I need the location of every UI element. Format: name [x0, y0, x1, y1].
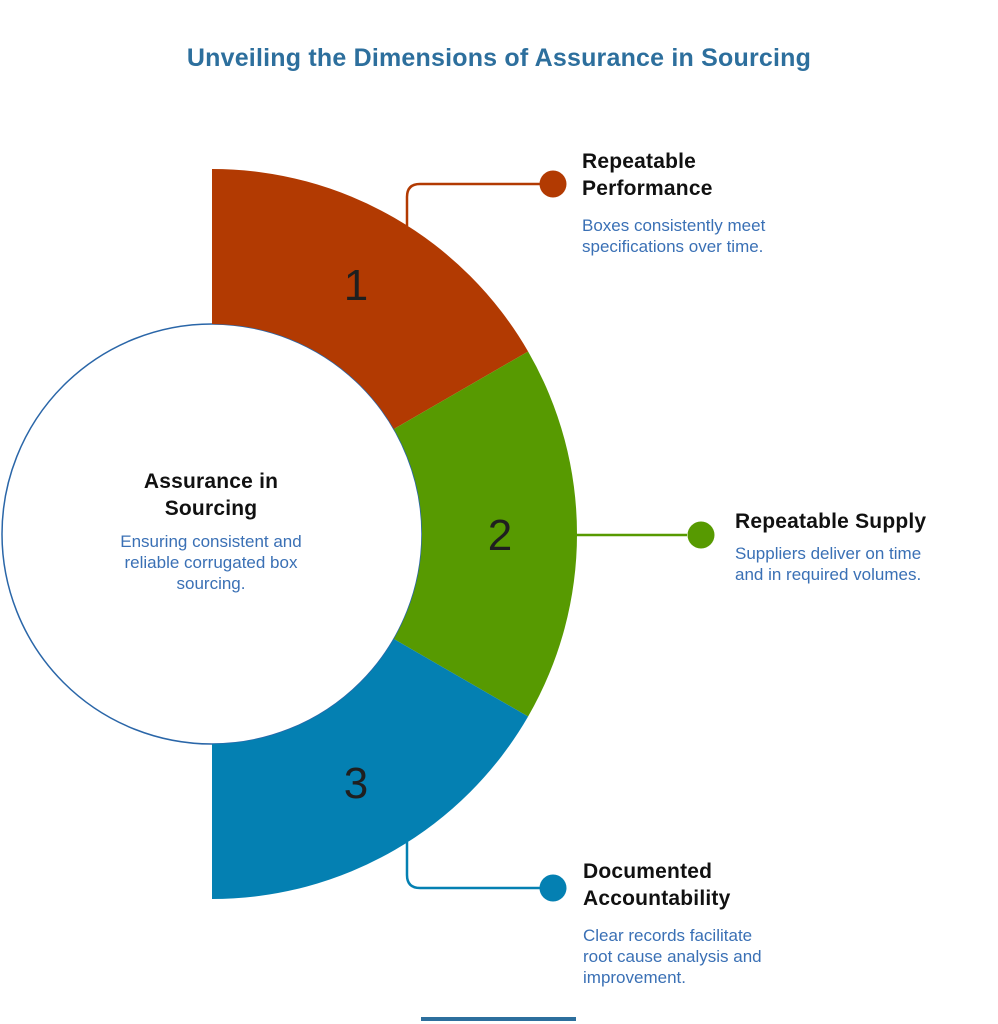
connector-dot-1	[539, 170, 567, 198]
center-heading: Assurance in Sourcing	[143, 470, 279, 520]
segment-2-arc	[393, 351, 578, 717]
callout-repeatable-supply: Repeatable Supply Suppliers deliver on t…	[735, 508, 965, 585]
center-label-block: Assurance in Sourcing Ensuring consisten…	[86, 468, 336, 594]
callout-2-heading: Repeatable Supply	[735, 510, 927, 533]
segment-1-arc	[212, 169, 529, 429]
center-description: Ensuring consistent and reliable corruga…	[120, 532, 302, 593]
page-title: Unveiling the Dimensions of Assurance in…	[186, 44, 812, 72]
callout-3-description: Clear records facilitate root cause anal…	[583, 926, 762, 987]
callout-documented-accountability: Documented Accountability Clear records …	[583, 858, 783, 988]
segment-2-number: 2	[487, 511, 513, 560]
connector-dot-3	[539, 874, 567, 902]
callout-2-description: Suppliers deliver on time and in require…	[735, 544, 922, 584]
connector-line-1	[405, 182, 540, 226]
connector-line-3	[405, 842, 540, 890]
callout-1-description: Boxes consistently meet specifications o…	[582, 216, 766, 256]
segment-3-number: 3	[343, 759, 369, 808]
bottom-divider	[421, 1017, 576, 1021]
segment-1-number: 1	[343, 261, 369, 310]
connector-dot-2	[687, 521, 715, 549]
callout-repeatable-performance: Repeatable Performance Boxes consistentl…	[582, 148, 787, 257]
segment-3-arc	[212, 639, 529, 899]
callout-1-heading: Repeatable Performance	[582, 150, 713, 200]
callout-3-heading: Documented Accountability	[583, 860, 731, 910]
